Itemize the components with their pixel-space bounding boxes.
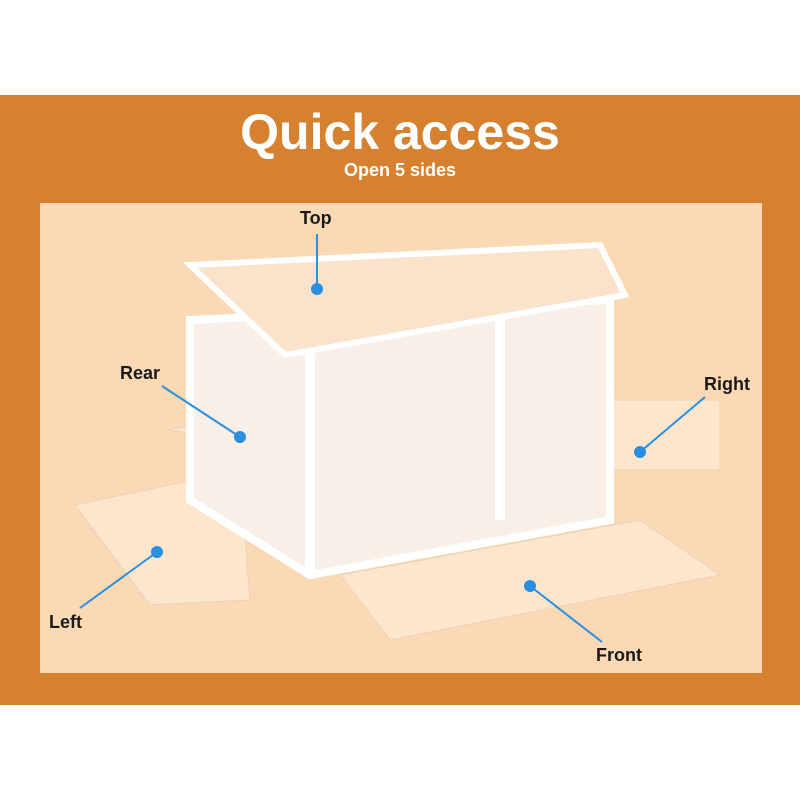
label-top: Top [300,208,332,228]
rear-callout-line [161,385,241,438]
page-title: Quick access [240,104,560,160]
label-right: Right [704,374,750,394]
top-lid [182,241,630,359]
label-front: Front [596,645,642,665]
rear-callout-dot [234,431,246,443]
front-callout-dot [524,580,536,592]
box-body [186,295,614,580]
label-left: Left [49,612,82,632]
top-callout-dot [311,283,323,295]
left-callout-line [79,551,158,609]
label-rear: Rear [120,363,161,383]
right-callout-dot [634,446,646,458]
front-callout-line [529,585,603,643]
right-callout-line [639,396,706,453]
page-subtitle: Open 5 sides [343,160,457,180]
left-callout-dot [151,546,163,558]
